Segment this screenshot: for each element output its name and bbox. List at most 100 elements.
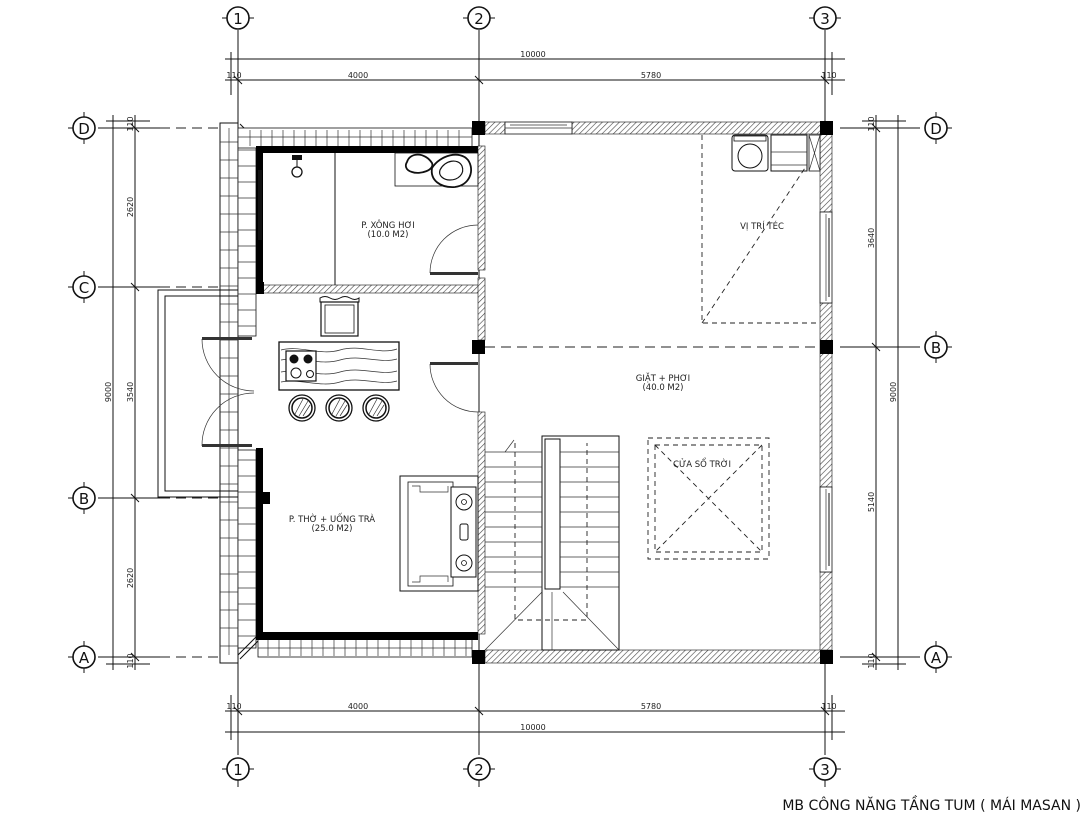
dim-top-seg-1: 110	[226, 71, 241, 80]
door-tho	[429, 362, 479, 413]
roof-tiles-top	[237, 127, 473, 149]
door-sauna	[429, 224, 479, 275]
dim-bottom-seg-3: 5780	[641, 702, 661, 711]
balcony	[157, 289, 238, 498]
dim-bottom-seg-4: 110	[821, 702, 836, 711]
window-top	[504, 121, 573, 135]
dimension-top: 10000 110 4000 5780 110	[225, 50, 845, 95]
axis-label-c-left: C	[79, 279, 89, 297]
dim-left-seg-1: 110	[126, 116, 135, 131]
axis-label-3-bottom: 3	[820, 761, 830, 779]
axis-bubbles: 1 2 3 1 2 3	[68, 6, 952, 787]
stool-icon-3	[362, 394, 390, 422]
column-2d	[472, 121, 485, 135]
wall-right-2	[819, 302, 833, 488]
dim-right-total: 9000	[889, 382, 898, 402]
roof-tiles-left	[219, 122, 261, 664]
room-area-giat-phoi: (40.0 M2)	[642, 383, 683, 393]
washing-machine-icon	[731, 134, 769, 172]
dim-left-seg-5: 110	[126, 653, 135, 668]
axis-bubble-c-left: C	[68, 271, 96, 303]
axis-bubble-2-top: 2	[463, 6, 495, 30]
axis-bubble-d-right: D	[924, 112, 952, 144]
dim-right-seg-3: 5140	[867, 492, 876, 512]
dim-right-seg-2: 3640	[867, 228, 876, 248]
axis-label-b-left: B	[79, 490, 89, 508]
tank-area	[701, 135, 820, 324]
room-labels: P. XÔNG HƠI (10.0 M2) P. THỜ + UỐNG TRÀ …	[289, 219, 784, 534]
skylight	[647, 437, 770, 560]
dim-right-seg-4: 110	[867, 653, 876, 668]
windows	[258, 121, 833, 573]
wall-right-3	[819, 571, 833, 651]
dim-left-seg-2: 2620	[126, 197, 135, 217]
sauna-tub-icon	[394, 152, 479, 188]
wall-top-right-b	[571, 121, 823, 135]
axis-bubble-3-top: 3	[809, 6, 841, 30]
column-2a	[472, 650, 485, 664]
dim-top-seg-4: 110	[821, 71, 836, 80]
axis-bubble-1-top: 1	[222, 6, 254, 30]
doors	[201, 224, 479, 447]
column-2b	[472, 340, 485, 354]
wall-bottom-right	[484, 649, 824, 664]
axis-bubble-1-bottom: 1	[222, 757, 254, 787]
walls	[256, 121, 833, 664]
axis-label-1-top: 1	[233, 10, 243, 28]
window-right-1	[819, 211, 833, 304]
dimension-left: 9000 110 2620 3540 2620 110	[104, 115, 150, 670]
wall-right-1	[819, 133, 833, 213]
axis-bubble-a-left: A	[68, 641, 96, 673]
label-tank-position: VỊ TRÍ TÉC	[740, 220, 784, 232]
axis-label-d-right: D	[930, 120, 942, 138]
axis-label-a-left: A	[79, 649, 90, 667]
axis-bubble-d-left: D	[68, 112, 96, 144]
axis-label-2-bottom: 2	[474, 761, 484, 779]
axis-label-a-right: A	[931, 649, 942, 667]
shower-icon	[291, 155, 303, 178]
dim-top-seg-2: 4000	[348, 71, 368, 80]
wall-axis2-mid	[477, 277, 486, 341]
room-name-giat-phoi: GIẶT + PHƠI	[636, 372, 690, 384]
column-3d	[820, 121, 833, 135]
dim-left-seg-4: 2620	[126, 568, 135, 588]
wall-bottom-left-block	[256, 632, 478, 640]
furniture	[278, 134, 821, 592]
axis-bubble-b-left: B	[68, 482, 96, 514]
column-3b	[820, 340, 833, 354]
wall-axis2-upper	[477, 145, 486, 271]
dimension-right: 110 3640 5140 110 9000	[862, 115, 906, 670]
dim-top-seg-3: 5780	[641, 71, 661, 80]
drawing-title: MB CÔNG NĂNG TẦNG TUM ( MÁI MASAN )	[782, 795, 1081, 814]
tea-table-icon	[278, 341, 400, 391]
axis-bubble-b-right: B	[924, 331, 952, 363]
wall-left-upper	[256, 146, 263, 294]
dim-bottom-seg-1: 110	[226, 702, 241, 711]
column-3a	[820, 650, 833, 664]
wall-partition-middle	[262, 284, 482, 294]
room-name-tho-uong-tra: P. THỜ + UỐNG TRÀ	[289, 512, 375, 525]
axis-label-1-bottom: 1	[233, 761, 243, 779]
wall-axis2-lower	[477, 411, 486, 635]
axis-label-d-left: D	[78, 120, 90, 138]
dryer-icon	[770, 134, 821, 172]
axis-bubble-2-bottom: 2	[463, 757, 495, 787]
axis-label-b-right: B	[931, 339, 941, 357]
axis-label-2-top: 2	[474, 10, 484, 28]
staircase	[484, 435, 620, 651]
column-1c	[256, 282, 264, 294]
dim-bottom-total: 10000	[520, 723, 545, 732]
altar-chair-icon	[319, 296, 360, 337]
wall-top-left-block	[256, 146, 484, 153]
room-area-xong-hoi: (10.0 M2)	[367, 230, 408, 240]
window-left-upper	[258, 170, 262, 240]
axis-label-3-top: 3	[820, 10, 830, 28]
stool-icon-1	[288, 394, 316, 422]
window-right-2	[819, 486, 833, 573]
column-1b	[262, 492, 270, 504]
stool-icon-2	[325, 394, 353, 422]
dim-bottom-seg-2: 4000	[348, 702, 368, 711]
dimension-bottom: 110 4000 5780 110 10000	[225, 695, 845, 740]
door-balcony-double	[201, 337, 255, 447]
